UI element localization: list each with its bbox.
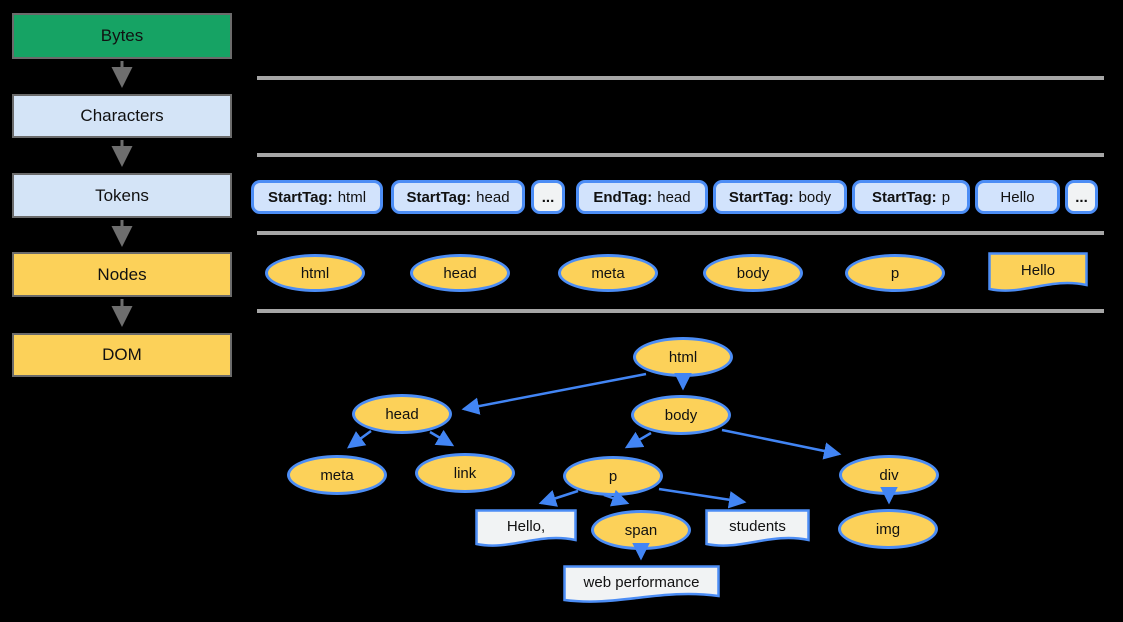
stage-bytes: Bytes bbox=[12, 13, 232, 59]
token-hello: Hello bbox=[975, 180, 1060, 214]
token-ellipsis-2: ... bbox=[1065, 180, 1098, 214]
token-value: ... bbox=[1075, 188, 1088, 206]
text-node-label: students bbox=[729, 517, 786, 535]
tree-arrow-body-div bbox=[721, 428, 842, 460]
tree-textnode-hello: Hello, bbox=[475, 509, 577, 547]
separator-line-3 bbox=[257, 231, 1104, 235]
tree-node-link: link bbox=[415, 453, 515, 493]
token-value: ... bbox=[541, 188, 555, 206]
tree-node-p: p bbox=[563, 456, 663, 496]
tree-textnode-web-performance: web performance bbox=[563, 565, 720, 603]
separator-line-2 bbox=[257, 153, 1104, 157]
stage-nodes: Nodes bbox=[12, 252, 232, 297]
stage-tokens: Tokens bbox=[12, 173, 232, 218]
node-ellipse-head: head bbox=[410, 254, 510, 292]
token-keyword: StartTag: bbox=[406, 188, 472, 206]
node-ellipse-html: html bbox=[265, 254, 365, 292]
token-value: head bbox=[657, 188, 691, 206]
node-ellipse-p: p bbox=[845, 254, 945, 292]
token-value: html bbox=[337, 188, 367, 206]
tree-node-div: div bbox=[839, 455, 939, 495]
token-starttag-html: StartTag:html bbox=[251, 180, 383, 214]
token-keyword: EndTag: bbox=[593, 188, 653, 206]
token-ellipsis-1: ... bbox=[531, 180, 565, 214]
stage-characters: Characters bbox=[12, 94, 232, 138]
token-keyword: StartTag: bbox=[728, 188, 794, 206]
token-value: Hello bbox=[1000, 188, 1035, 206]
tree-textnode-students: students bbox=[705, 509, 810, 547]
token-value: p bbox=[941, 188, 951, 206]
token-value: body bbox=[798, 188, 832, 206]
tree-node-head: head bbox=[352, 394, 452, 434]
tree-arrow-body-p bbox=[624, 431, 652, 449]
separator-line-1 bbox=[257, 76, 1104, 80]
node-ellipse-meta: meta bbox=[558, 254, 658, 292]
tree-arrow-p-hello bbox=[538, 489, 579, 507]
token-keyword: StartTag: bbox=[267, 188, 333, 206]
token-starttag-head: StartTag:head bbox=[391, 180, 525, 214]
tree-node-body: body bbox=[631, 395, 731, 435]
token-keyword: StartTag: bbox=[871, 188, 937, 206]
node-ellipse-body: body bbox=[703, 254, 803, 292]
tree-arrow-p-span bbox=[603, 489, 630, 507]
stage-dom: DOM bbox=[12, 333, 232, 377]
token-endtag-head: EndTag:head bbox=[576, 180, 708, 214]
token-starttag-p: StartTag:p bbox=[852, 180, 970, 214]
tree-arrow-head-meta bbox=[346, 429, 372, 449]
text-node-label: Hello, bbox=[506, 517, 546, 535]
tree-arrow-p-students bbox=[658, 487, 747, 509]
tree-node-span: span bbox=[591, 510, 691, 550]
tree-arrow-head-link bbox=[429, 429, 455, 447]
separator-line-4 bbox=[257, 309, 1104, 313]
tree-node-html: html bbox=[633, 337, 733, 377]
node-textnode-hello: Hello bbox=[988, 252, 1088, 292]
token-value: head bbox=[476, 188, 510, 206]
tree-node-meta: meta bbox=[287, 455, 387, 495]
tree-arrow-html-head bbox=[461, 372, 647, 415]
token-starttag-body: StartTag:body bbox=[713, 180, 847, 214]
text-node-label: web performance bbox=[583, 573, 700, 591]
text-node-label: Hello bbox=[1020, 261, 1056, 279]
tree-node-img: img bbox=[838, 509, 938, 549]
